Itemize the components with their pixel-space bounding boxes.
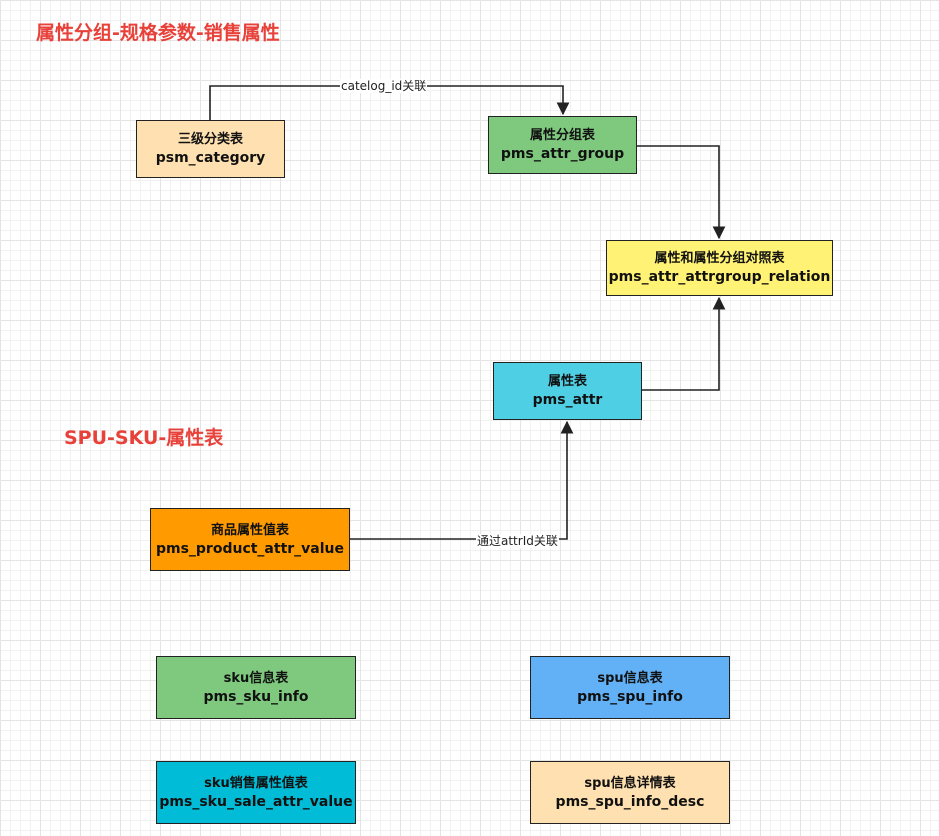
edge-attr-group-to-relation <box>637 145 726 240</box>
table-node-pms-attr-group[interactable]: 属性分组表 pms_attr_group <box>488 116 637 174</box>
table-en-name: pms_attr_group <box>500 146 625 162</box>
table-cn-name: sku信息表 <box>223 670 289 686</box>
edge-label-attr-id: 通过attrId关联 <box>476 534 559 548</box>
table-node-pms-attr-attrgroup-relation[interactable]: 属性和属性分组对照表 pms_attr_attrgroup_relation <box>606 240 833 296</box>
table-node-pms-attr[interactable]: 属性表 pms_attr <box>493 362 642 420</box>
table-node-pms-spu-info[interactable]: spu信息表 pms_spu_info <box>530 656 730 719</box>
table-cn-name: sku销售属性值表 <box>204 775 308 791</box>
edge-attr-to-relation <box>642 296 726 391</box>
heading-middle: SPU-SKU-属性表 <box>64 427 224 449</box>
table-en-name: pms_spu_info_desc <box>555 793 705 810</box>
table-cn-name: spu信息详情表 <box>584 775 676 791</box>
table-cn-name: 商品属性值表 <box>210 522 289 538</box>
table-node-pms-sku-info[interactable]: sku信息表 pms_sku_info <box>156 656 356 719</box>
table-en-name: pms_spu_info <box>577 688 683 705</box>
table-en-name: pms_sku_sale_attr_value <box>159 793 353 810</box>
heading-top: 属性分组-规格参数-销售属性 <box>36 22 280 44</box>
table-en-name: pms_sku_info <box>203 688 309 705</box>
table-node-pms-sku-sale-attr-value[interactable]: sku销售属性值表 pms_sku_sale_attr_value <box>156 761 356 824</box>
table-cn-name: 属性表 <box>547 374 587 389</box>
edge-product-attr-value-to-attr <box>350 420 574 540</box>
table-cn-name: spu信息表 <box>597 670 663 686</box>
table-node-psm-category[interactable]: 三级分类表 psm_category <box>136 120 285 178</box>
table-en-name: pms_attr <box>532 392 603 408</box>
table-en-name: pms_attr_attrgroup_relation <box>608 269 831 285</box>
table-en-name: pms_product_attr_value <box>155 540 345 557</box>
table-cn-name: 属性和属性分组对照表 <box>654 251 785 266</box>
table-node-pms-spu-info-desc[interactable]: spu信息详情表 pms_spu_info_desc <box>530 761 730 824</box>
table-node-pms-product-attr-value[interactable]: 商品属性值表 pms_product_attr_value <box>150 508 350 571</box>
table-en-name: psm_category <box>155 150 266 166</box>
table-cn-name: 三级分类表 <box>177 132 243 147</box>
edge-label-catelog-id: catelog_id关联 <box>340 79 428 93</box>
table-cn-name: 属性分组表 <box>529 128 595 143</box>
